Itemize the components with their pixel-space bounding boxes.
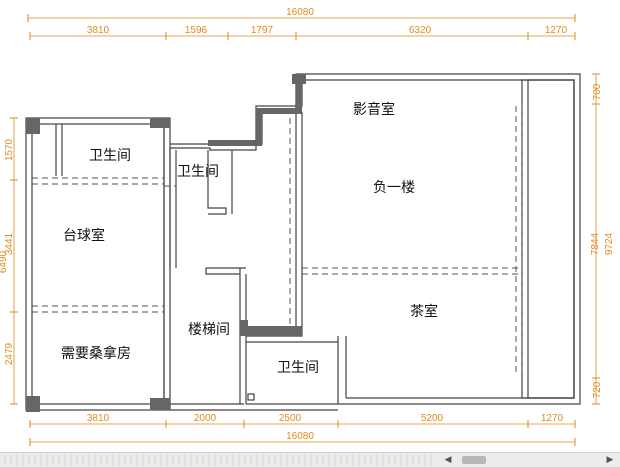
right-dimension: 700 7844 9724 720	[590, 73, 615, 405]
bottom-segment-5: 1270	[541, 413, 564, 424]
bottom-segment-1: 3810	[87, 413, 110, 424]
left-overlap-label: 6490	[0, 250, 9, 273]
top-segment-3: 1797	[251, 25, 274, 36]
left-dimension: 1570 3441 6490 2479	[0, 117, 18, 405]
room-labels: 卫生间 卫生间 台球室 需要桑拿房 楼梯间 卫生间 影音室 负一楼 茶室	[61, 101, 438, 376]
floor-plan: 16080 3810 1596 1797 6320 1270 3810 2000…	[0, 7, 615, 446]
room-billiards: 台球室	[63, 227, 105, 244]
top-segment-4: 6320	[409, 25, 432, 36]
status-bar-texture	[4, 455, 434, 465]
top-segment-5: 1270	[545, 25, 568, 36]
bottom-segment-2: 2000	[194, 413, 217, 424]
arrow-left-icon[interactable]: ◀	[444, 455, 452, 465]
top-dimension: 16080 3810 1596 1797 6320 1270	[27, 7, 576, 40]
room-bathroom-mid: 卫生间	[177, 164, 219, 180]
left-segment-3: 2479	[4, 342, 15, 365]
top-segment-2: 1596	[185, 25, 208, 36]
horizontal-scroll-thumb[interactable]	[462, 456, 486, 464]
room-tea-room: 茶室	[410, 303, 438, 320]
left-segment-2: 3441	[4, 232, 15, 255]
top-segment-1: 3810	[87, 25, 110, 36]
status-bar: ◀ ▶	[0, 452, 620, 467]
room-sauna: 需要桑拿房	[61, 345, 131, 362]
room-bathroom-left: 卫生间	[89, 148, 131, 164]
room-theater: 影音室	[353, 101, 395, 118]
right-segment-2: 7844	[590, 232, 601, 255]
bottom-dimension: 3810 2000 2500 5200 1270 16080	[29, 413, 576, 446]
right-total-label: 9724	[604, 232, 615, 255]
arrow-right-icon[interactable]: ▶	[606, 455, 614, 465]
right-segment-3: 720	[592, 381, 603, 398]
bottom-total-label: 16080	[286, 431, 314, 442]
room-stairs: 楼梯间	[188, 322, 230, 338]
partition-lines	[32, 106, 523, 376]
columns	[26, 74, 306, 412]
room-basement: 负一楼	[373, 180, 415, 196]
room-bathroom-bottom: 卫生间	[277, 360, 319, 376]
top-total-label: 16080	[286, 7, 314, 18]
bottom-segment-3: 2500	[279, 413, 302, 424]
right-segment-1: 700	[592, 83, 603, 100]
bottom-segment-4: 5200	[421, 413, 444, 424]
left-segment-1: 1570	[4, 138, 15, 161]
